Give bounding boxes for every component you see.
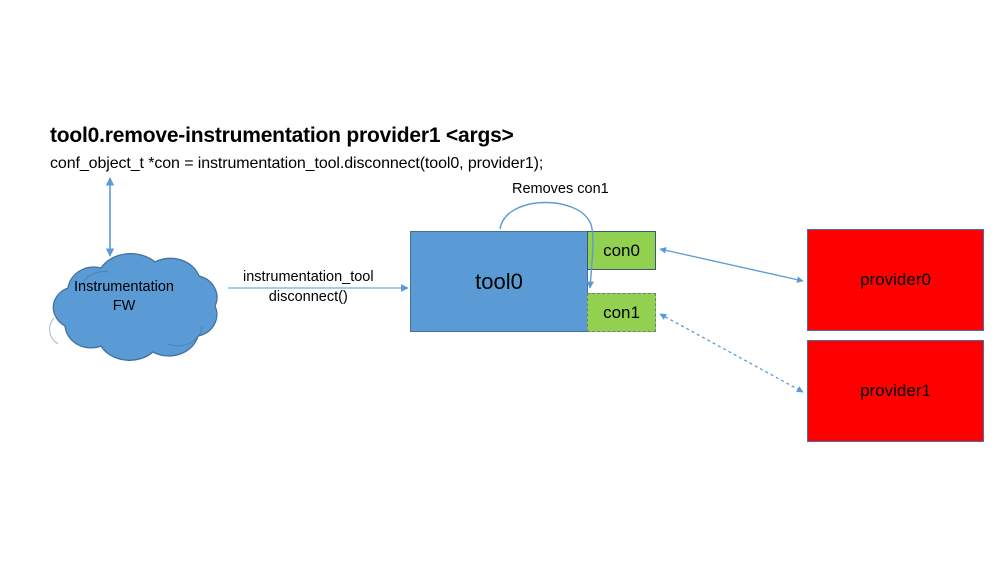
connector-con0-to-provider0 bbox=[659, 247, 804, 283]
tool0-label: tool0 bbox=[475, 268, 523, 294]
connector-con1-to-provider1 bbox=[659, 313, 804, 393]
disconnect-call-line2: disconnect() bbox=[268, 289, 348, 305]
disconnect-call-line1: instrumentation_tool bbox=[243, 269, 374, 285]
provider1-box[interactable]: provider1 bbox=[807, 340, 984, 442]
provider0-box[interactable]: provider0 bbox=[807, 229, 984, 331]
page-subtitle-code: conf_object_t *con = instrumentation_too… bbox=[50, 155, 544, 172]
instrumentation-fw-cloud[interactable] bbox=[18, 248, 230, 370]
con1-label: con1 bbox=[603, 302, 640, 322]
tool0-box[interactable]: tool0 bbox=[410, 231, 588, 332]
disconnect-call-label: instrumentation_tool disconnect() bbox=[243, 267, 374, 307]
provider1-label: provider1 bbox=[860, 381, 931, 400]
con0-box[interactable]: con0 bbox=[587, 231, 656, 270]
con0-label: con0 bbox=[603, 240, 640, 260]
provider0-label: provider0 bbox=[860, 270, 931, 289]
con1-box[interactable]: con1 bbox=[587, 293, 656, 332]
removes-con1-label: Removes con1 bbox=[512, 181, 609, 197]
cloud-shape-icon bbox=[49, 252, 218, 361]
page-title: tool0.remove-instrumentation provider1 <… bbox=[50, 124, 514, 147]
